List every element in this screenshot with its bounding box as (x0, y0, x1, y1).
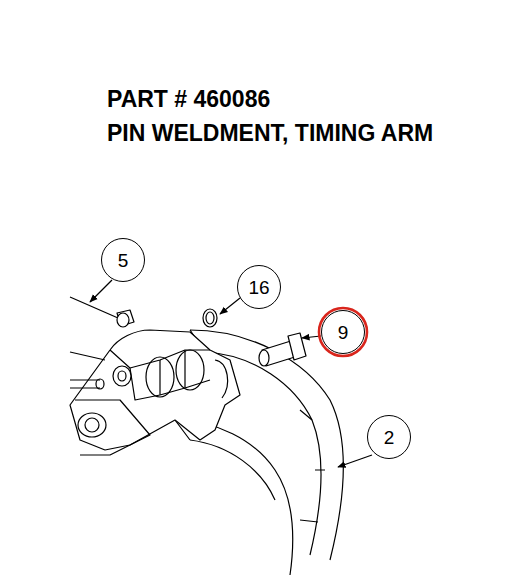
callout-balloon: 16 (237, 265, 281, 309)
callout-balloon: 5 (101, 238, 145, 282)
callout-number: 2 (384, 428, 395, 447)
diagram-title: PART # 460086 (107, 82, 270, 116)
callout-balloon: 9 (321, 310, 365, 354)
callout-number: 16 (248, 278, 269, 297)
callout-balloon: 2 (367, 415, 411, 459)
callout-number: 5 (118, 251, 129, 270)
diagram-caption: PIN WELDMENT, TIMING ARM (107, 116, 447, 150)
callout-number: 9 (338, 323, 349, 342)
